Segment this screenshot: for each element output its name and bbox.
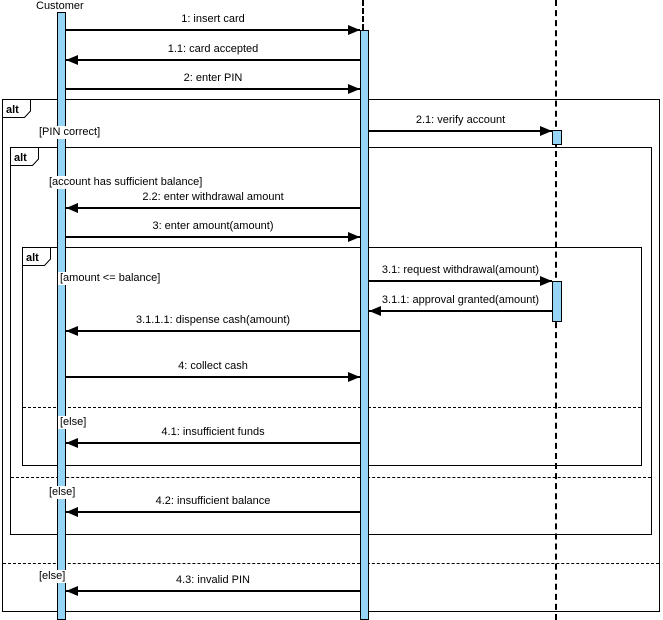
message-verify-account: 2.1: verify account [369, 112, 552, 136]
message-enter-withdrawal-amount: 2.2: enter withdrawal amount [66, 189, 360, 213]
message-label: 4.3: invalid PIN [176, 574, 250, 586]
alt-fragment-inner: alt [amount <= balance] [else] [22, 247, 642, 466]
arrow-right-icon [66, 25, 360, 35]
guard-else-inner: [else] [58, 416, 89, 429]
message-insufficient-funds: 4.1: insufficient funds [66, 424, 360, 448]
arrow-left-icon [66, 507, 360, 517]
alt-operator-icon: alt [2, 99, 31, 118]
message-invalid-pin: 4.3: invalid PIN [66, 572, 360, 596]
activation-bar-lifeline-2 [360, 30, 369, 620]
message-label: 1: insert card [181, 13, 245, 25]
message-insufficient-balance: 4.2: insufficient balance [66, 493, 360, 517]
alt-divider [11, 477, 651, 478]
message-label: 3.1.1: approval granted(amount) [381, 294, 540, 306]
alt-operator-icon: alt [10, 147, 39, 166]
alt-operator-label: alt [26, 252, 39, 264]
guard-else-middle: [else] [47, 486, 78, 499]
message-label: 4.1: insufficient funds [161, 426, 265, 438]
arrow-right-icon [66, 84, 360, 94]
message-label: 2.1: verify account [415, 114, 506, 126]
arrow-left-icon [66, 55, 360, 65]
alt-fragment-outer: alt [PIN correct] [else] [2, 99, 660, 612]
alt-divider [3, 563, 659, 564]
lifeline-2-dash [362, 0, 364, 30]
message-label: 2.2: enter withdrawal amount [142, 191, 284, 203]
alt-divider [23, 407, 641, 408]
message-label: 2: enter PIN [183, 72, 243, 84]
message-request-withdrawal: 3.1: request withdrawal(amount) [369, 262, 552, 286]
arrow-left-icon [66, 326, 360, 336]
guard-amount-le-balance: [amount <= balance] [58, 272, 163, 285]
message-label: 3.1.1.1: dispense cash(amount) [135, 314, 291, 326]
alt-operator-label: alt [6, 104, 19, 116]
activation-bar-lifeline-3-verify [552, 130, 562, 145]
message-label: 4: collect cash [178, 360, 248, 372]
message-insert-card: 1: insert card [66, 11, 360, 35]
alt-fragment-middle: alt [account has sufficient balance] [el… [10, 147, 652, 535]
message-label: 4.2: insufficient balance [155, 495, 271, 507]
arrow-left-icon [66, 438, 360, 448]
alt-operator-label: alt [14, 152, 27, 164]
activation-bar-lifeline-3-withdraw [552, 281, 562, 322]
arrow-left-icon [369, 306, 552, 316]
message-collect-cash: 4: collect cash [66, 358, 360, 382]
message-label: 3.1: request withdrawal(amount) [381, 264, 540, 276]
participant-customer-label: Customer [36, 0, 84, 12]
guard-sufficient-balance: [account has sufficient balance] [47, 176, 205, 189]
arrow-left-icon [66, 203, 360, 213]
message-approval-granted: 3.1.1: approval granted(amount) [369, 292, 552, 316]
alt-operator-icon: alt [22, 247, 51, 266]
guard-pin-correct: [PIN correct] [37, 126, 103, 139]
arrow-right-icon [369, 276, 552, 286]
message-label: 3: enter amount(amount) [152, 220, 274, 232]
message-enter-amount: 3: enter amount(amount) [66, 218, 360, 242]
arrow-right-icon [369, 126, 552, 136]
message-enter-pin: 2: enter PIN [66, 70, 360, 94]
guard-else-outer: [else] [37, 570, 68, 583]
message-card-accepted: 1.1: card accepted [66, 41, 360, 65]
message-label: 1.1: card accepted [167, 43, 259, 55]
message-dispense-cash: 3.1.1.1: dispense cash(amount) [66, 312, 360, 336]
arrow-right-icon [66, 372, 360, 382]
activation-bar-customer [57, 12, 66, 620]
arrow-left-icon [66, 586, 360, 596]
arrow-right-icon [66, 232, 360, 242]
